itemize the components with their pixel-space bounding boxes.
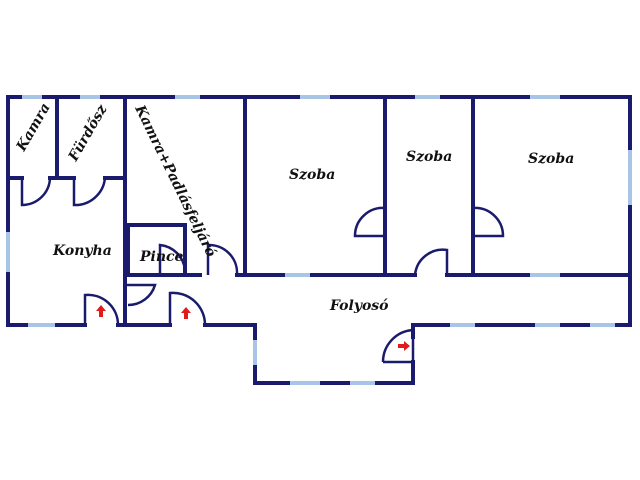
wall-pince-box [126, 223, 187, 277]
door-kamra [20, 177, 52, 207]
door-szoba2-bottom [413, 248, 449, 276]
door-entrance-pince [168, 291, 207, 326]
door-furdo [72, 177, 107, 207]
door-entrance-corridor [381, 328, 415, 364]
outer-walls [6, 95, 632, 385]
label-szoba-3: Szoba [528, 151, 574, 167]
label-kamra: Kamra [13, 101, 54, 155]
entrance-arrows [96, 305, 410, 351]
door-pince [158, 243, 187, 275]
door-szoba-right [472, 206, 505, 238]
entrance-arrow-corridor [398, 341, 410, 351]
entrance-arrow-pince [181, 307, 191, 319]
label-szoba-1: Szoba [289, 167, 335, 183]
windows [6, 95, 632, 385]
label-pince: Pince [139, 249, 184, 265]
label-folyoso: Folyosó [329, 298, 389, 314]
entrance-arrow-konyha [96, 305, 106, 317]
door-padlas [206, 243, 239, 276]
label-furdosz: Fürdősz [65, 101, 111, 165]
door-szoba-left [353, 206, 386, 238]
door-entrance-konyha [83, 293, 120, 326]
label-konyha: Konyha [52, 243, 112, 259]
label-szoba-2: Szoba [406, 149, 452, 165]
door-konyha-inner [125, 283, 157, 307]
doors [20, 177, 505, 364]
label-kamra-padlas: Kamra+Padlásfeljáró [131, 102, 219, 260]
interior-walls [6, 95, 632, 327]
